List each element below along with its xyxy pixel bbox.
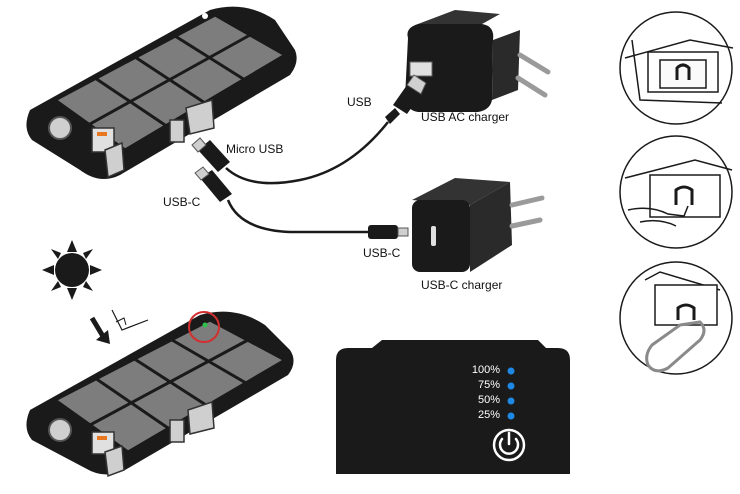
usb-ac-charger (405, 10, 551, 112)
battery-level-100: 100% (471, 364, 500, 376)
usb-c-plug-left (200, 170, 232, 202)
label-usb-c-left: USB-C (163, 195, 201, 209)
battery-level-75: 75% (477, 379, 500, 391)
carabiner (645, 320, 706, 373)
label-micro-usb: Micro USB (226, 142, 284, 156)
led-25 (507, 412, 515, 420)
battery-level-50: 50% (477, 394, 500, 406)
rubber-flap (185, 99, 215, 135)
power-bank-top (26, 6, 297, 179)
micro-usb-plug (198, 140, 230, 172)
sun-icon (42, 240, 149, 344)
status-led (202, 322, 208, 328)
usb-cable (191, 74, 427, 185)
power-bank-bottom (26, 311, 294, 478)
battery-indicator-panel (336, 340, 570, 474)
led-100 (507, 367, 515, 375)
highlight-circle (188, 311, 220, 343)
battery-level-25: 25% (477, 409, 500, 421)
power-icon[interactable] (492, 428, 526, 462)
led-75 (507, 382, 515, 390)
usb-c-plug-right (368, 225, 398, 239)
label-usb-c-charger: USB-C charger (421, 278, 503, 292)
label-usb: USB (347, 95, 372, 109)
detail-hook-insert (619, 135, 733, 249)
usb-c-charger (412, 178, 545, 272)
usb-c-cable (194, 166, 409, 239)
flashlight-lens (48, 116, 72, 140)
led-50 (507, 397, 515, 405)
detail-carabiner (619, 261, 733, 375)
label-usb-c-right: USB-C (363, 246, 401, 260)
label-usb-ac-charger: USB AC charger (421, 110, 510, 124)
detail-open-loop (619, 11, 734, 125)
